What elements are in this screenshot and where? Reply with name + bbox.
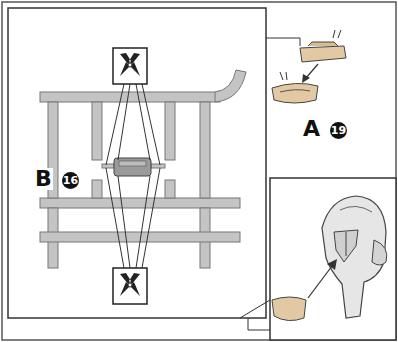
sprue-letter: B bbox=[34, 168, 53, 190]
outer-frame bbox=[2, 2, 396, 340]
sprue-letter: A bbox=[302, 118, 321, 140]
detail-panel bbox=[8, 8, 266, 318]
part bbox=[272, 297, 306, 321]
head bbox=[322, 196, 387, 318]
nipper-icon bbox=[113, 48, 147, 84]
assembly-panel bbox=[270, 178, 396, 340]
sprue-number: 16 bbox=[62, 172, 79, 189]
nipper-icon bbox=[113, 268, 147, 304]
leader-line bbox=[240, 300, 270, 318]
part bbox=[102, 158, 165, 176]
cut-lines bbox=[106, 84, 160, 268]
arrow bbox=[308, 259, 337, 298]
part bbox=[272, 42, 346, 103]
runner bbox=[40, 70, 246, 268]
arrow bbox=[302, 64, 318, 83]
gate-marks bbox=[280, 30, 341, 80]
leader-line bbox=[266, 38, 300, 46]
sprue-number: 19 bbox=[330, 122, 347, 139]
